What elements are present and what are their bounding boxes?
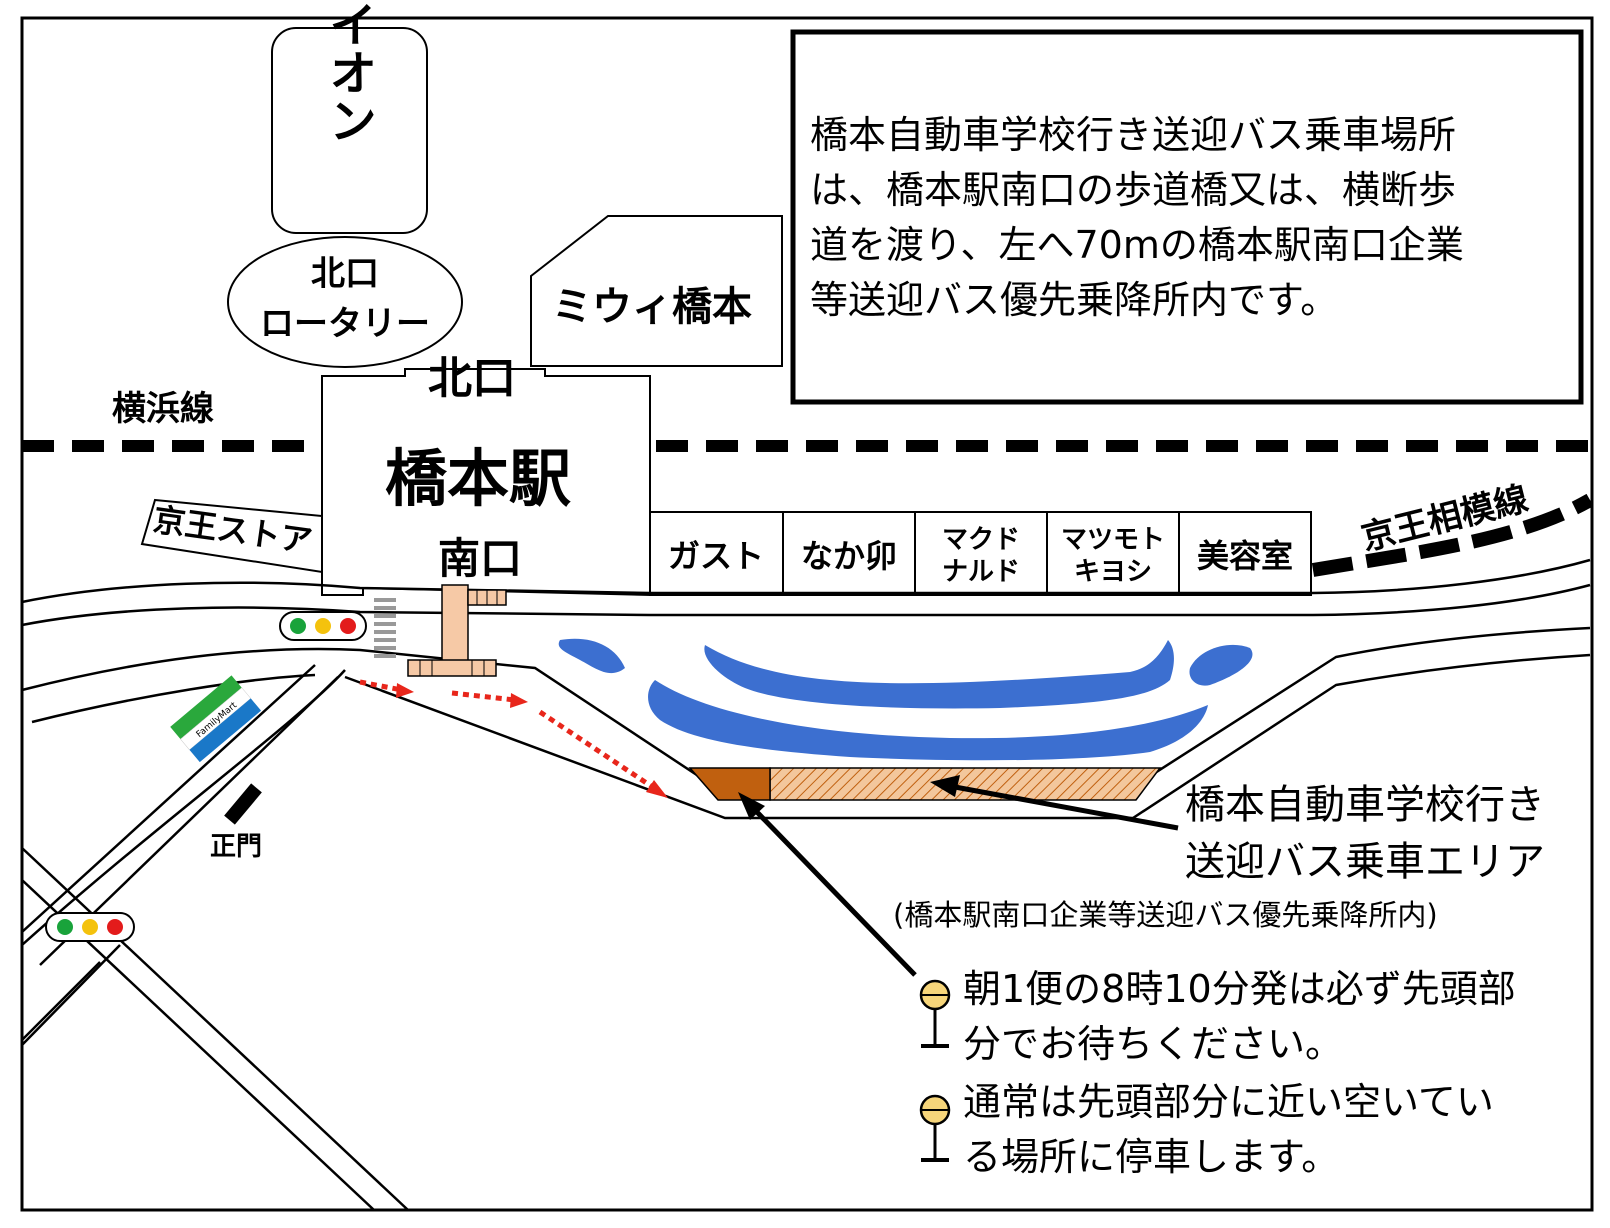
station-building: [321, 368, 651, 597]
aeon-label: イオン: [320, 0, 376, 144]
info-box: [790, 29, 1584, 405]
boarding-area-title-2: 送迎バス乗車エリア: [1185, 839, 1545, 885]
shop-matsumoto-label-2: キヨシ: [1074, 557, 1152, 587]
road-lower-north-edge: [21, 626, 1591, 789]
info-line-4: 等送迎バス優先乗降所内です。: [810, 278, 1338, 322]
pedestrian-bridge: [407, 584, 507, 677]
road-cross-west: [21, 847, 409, 1211]
bus-boarding-head: [688, 767, 771, 801]
north-rotary: [227, 236, 463, 368]
note-1-line-2: 分でお待ちください。: [963, 1022, 1343, 1066]
main-gate-icon: [224, 783, 262, 825]
roads: [21, 558, 1591, 1211]
myu-hashimoto-building: [530, 215, 783, 367]
north-rotary-label-2: ロータリー: [260, 304, 430, 344]
north-exit-label: 北口: [428, 353, 516, 404]
info-line-1: 橋本自動車学校行き送迎バス乗車場所: [810, 113, 1456, 157]
road-diagonal-west: [21, 664, 316, 933]
shop-matsumoto-label-1: マツモト: [1061, 525, 1165, 555]
myu-hashimoto-label: ミウィ橋本: [552, 284, 752, 330]
bus-boarding-area: [769, 767, 1162, 801]
info-line-2: は、橋本駅南口の歩道橋又は、横断歩: [810, 168, 1456, 212]
crosswalk: [374, 598, 396, 658]
shop-mcdonalds: [914, 511, 1048, 596]
shop-beauty-salon-label: 美容室: [1197, 537, 1293, 575]
note-2-line-1: 通常は先頭部分に近い空いてい: [963, 1080, 1494, 1124]
shops-row: ガスト なか卯 マクド ナルド マツモト キヨシ 美容室: [649, 511, 1312, 596]
note-2-line-2: る場所に停車します。: [963, 1135, 1339, 1179]
shop-gusto: [649, 511, 784, 596]
keio-sagamihara-line: [1311, 493, 1594, 577]
shop-matsumoto-kiyoshi: [1046, 511, 1180, 596]
traffic-signal-icon: [45, 912, 135, 942]
shop-mcdonalds-label-1: マクド: [942, 525, 1020, 555]
road-cross-sw-2: [21, 961, 101, 1041]
boarding-area-note: (橋本駅南口企業等送迎バス優先乗降所内): [893, 898, 1438, 932]
info-line-3: 道を渡り、左へ70mの橋本駅南口企業: [810, 223, 1464, 267]
shop-nakau-label: なか卯: [801, 537, 897, 575]
traffic-islands: [558, 638, 1253, 761]
south-exit-label: 南口: [438, 534, 522, 583]
main-gate-label: 正門: [210, 832, 262, 862]
yokohama-line-label: 横浜線: [112, 389, 214, 429]
traffic-signal-icon: [279, 611, 367, 641]
keio-store-building: [140, 498, 323, 574]
shop-gusto-label: ガスト: [668, 537, 764, 575]
familymart-logo-icon: FamilyMart: [170, 675, 262, 763]
boarding-area-title-1: 橋本自動車学校行き: [1185, 782, 1545, 828]
bus-stop-icon: [919, 1094, 951, 1162]
note-1-line-1: 朝1便の8時10分発は必ず先頭部: [963, 967, 1516, 1011]
road-main-south-edge: [21, 583, 1591, 627]
road-main-north-edge: [21, 558, 1591, 604]
shop-mcdonalds-label-2: ナルド: [942, 557, 1020, 587]
route-arrows: [359, 679, 668, 798]
pointer-arrows: [738, 775, 1179, 977]
station-label: 橋本駅: [385, 442, 571, 515]
road-south-boundary-2: [344, 653, 1591, 820]
road-cross-sw: [21, 944, 121, 1046]
shop-beauty-salon: [1178, 511, 1312, 596]
bus-stop-icon: [919, 979, 951, 1048]
shop-nakau: [782, 511, 916, 596]
north-rotary-label-1: 北口: [311, 254, 379, 294]
road-lower-south-edge: [31, 673, 316, 724]
aeon-building: [271, 27, 428, 234]
